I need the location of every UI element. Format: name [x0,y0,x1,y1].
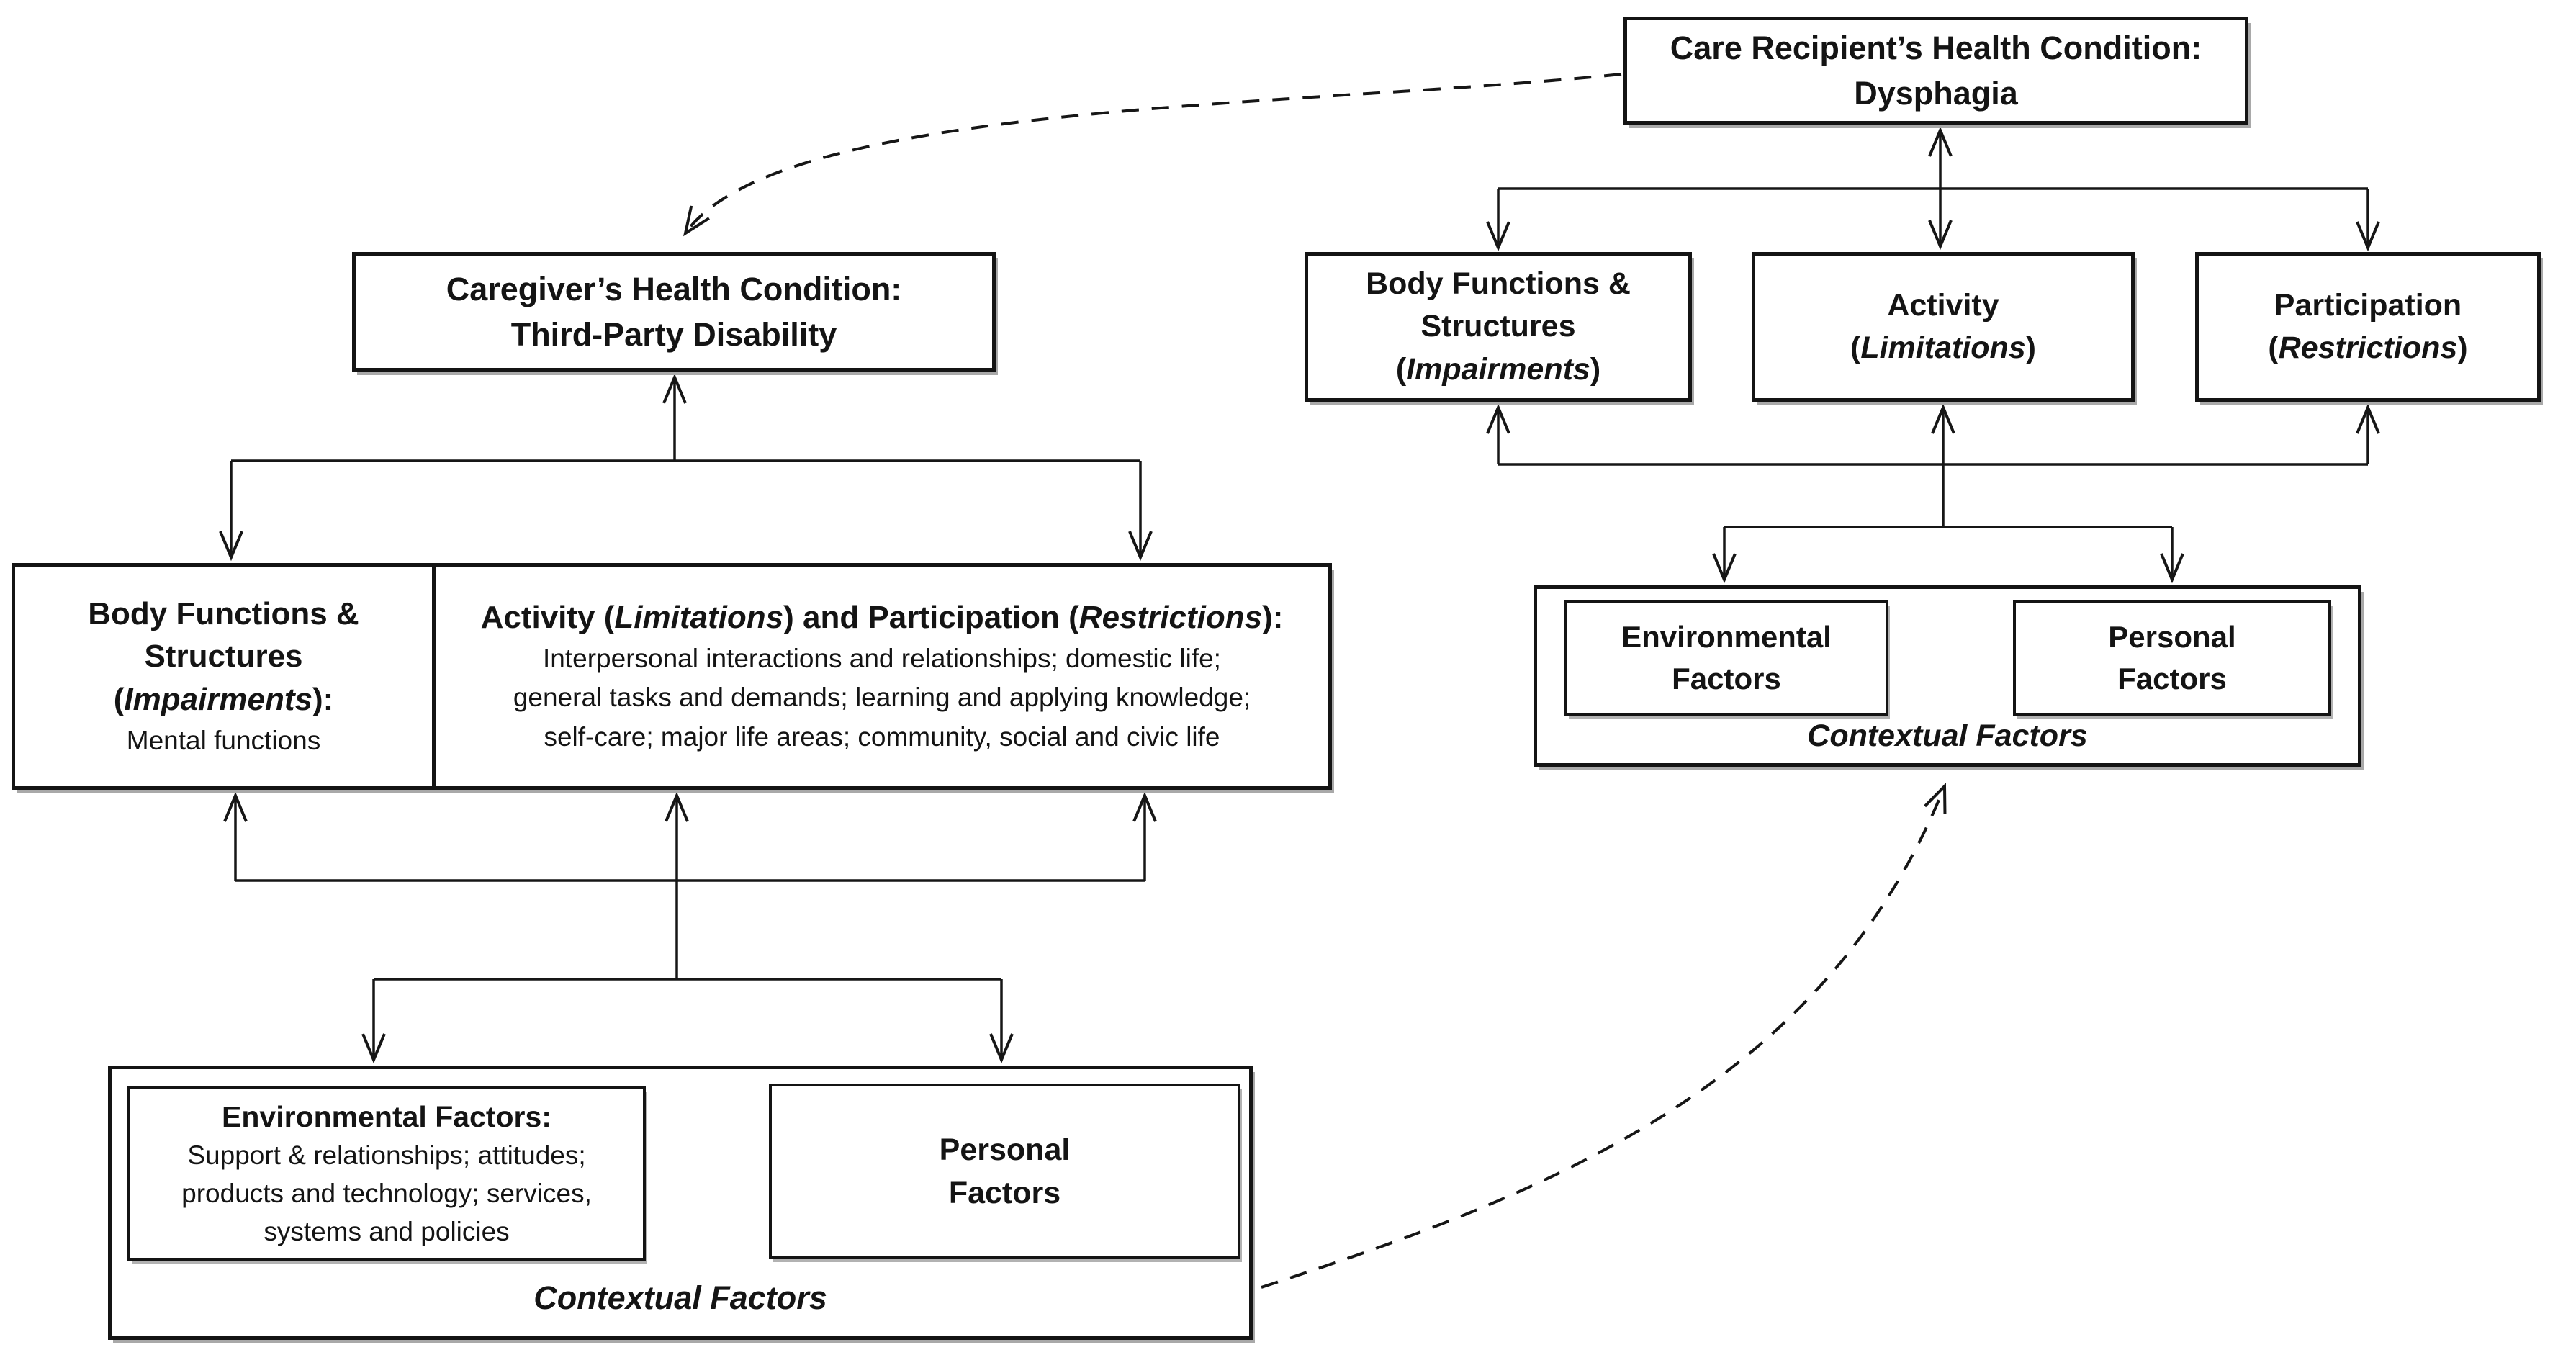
care-recipient-box-title: Care Recipient’s Health Condition: Dysph… [1670,30,2202,112]
environmental-box-left-title: Environmental Factors: [222,1099,551,1133]
activity-participation-cell-title: Activity (Limitations) and Participation… [480,600,1284,636]
personal-factors-box-right: Personal Factors [2013,600,2331,716]
body-functions-structures-cell-left: Body Functions & Structures (Impairments… [15,567,432,786]
environmental-factors-box-left: Environmental Factors: Support & relatio… [127,1086,646,1261]
environmental-box-right-title: Environmental Factors [1621,619,1832,695]
environmental-box-left-body: Support & relationships; attitudes; prod… [181,1140,592,1246]
care-recipient-health-condition-box: Care Recipient’s Health Condition: Dysph… [1623,17,2248,125]
caregiver-functioning-box: Body Functions & Structures (Impairments… [12,563,1332,790]
caregiver-health-condition-box: Caregiver’s Health Condition: Third-Part… [352,252,996,372]
contextual-factors-label-right: Contextual Factors [1807,719,2088,753]
body-functions-structures-box-right: Body Functions & Structures (Impairments… [1305,252,1692,402]
participation-box-right: Participation (Restrictions) [2195,252,2541,402]
cell-divider-line [432,567,436,786]
activity-participation-cell-left: Activity (Limitations) and Participation… [436,567,1328,786]
contextual-factors-label-left: Contextual Factors [533,1279,827,1316]
contextual-factors-box-right: Environmental Factors Personal Factors C… [1534,585,2361,767]
dashed-arrow-dysphagia-to-caregiver [683,73,1622,237]
activity-box-right: Activity (Limitations) [1752,252,2135,402]
body-functions-cell-title: Body Functions & Structures (Impairments… [88,595,359,718]
personal-box-right-title: Personal Factors [2108,619,2236,695]
environmental-factors-box-right: Environmental Factors [1564,600,1888,716]
body-functions-box-right-title: Body Functions & Structures (Impairments… [1366,266,1631,387]
caregiver-box-title: Caregiver’s Health Condition: Third-Part… [446,271,902,353]
body-functions-cell-body: Mental functions [126,726,321,756]
contextual-factors-box-left: Environmental Factors: Support & relatio… [108,1066,1253,1340]
activity-box-right-title: Activity (Limitations) [1850,287,2036,365]
personal-box-left-title: Personal Factors [939,1132,1071,1210]
personal-factors-box-left: Personal Factors [769,1084,1240,1259]
participation-box-right-title: Participation (Restrictions) [2268,287,2468,365]
dashed-arrow-contextleft-to-contextright [1261,783,1947,1289]
activity-participation-cell-body: Interpersonal interactions and relations… [513,643,1251,752]
